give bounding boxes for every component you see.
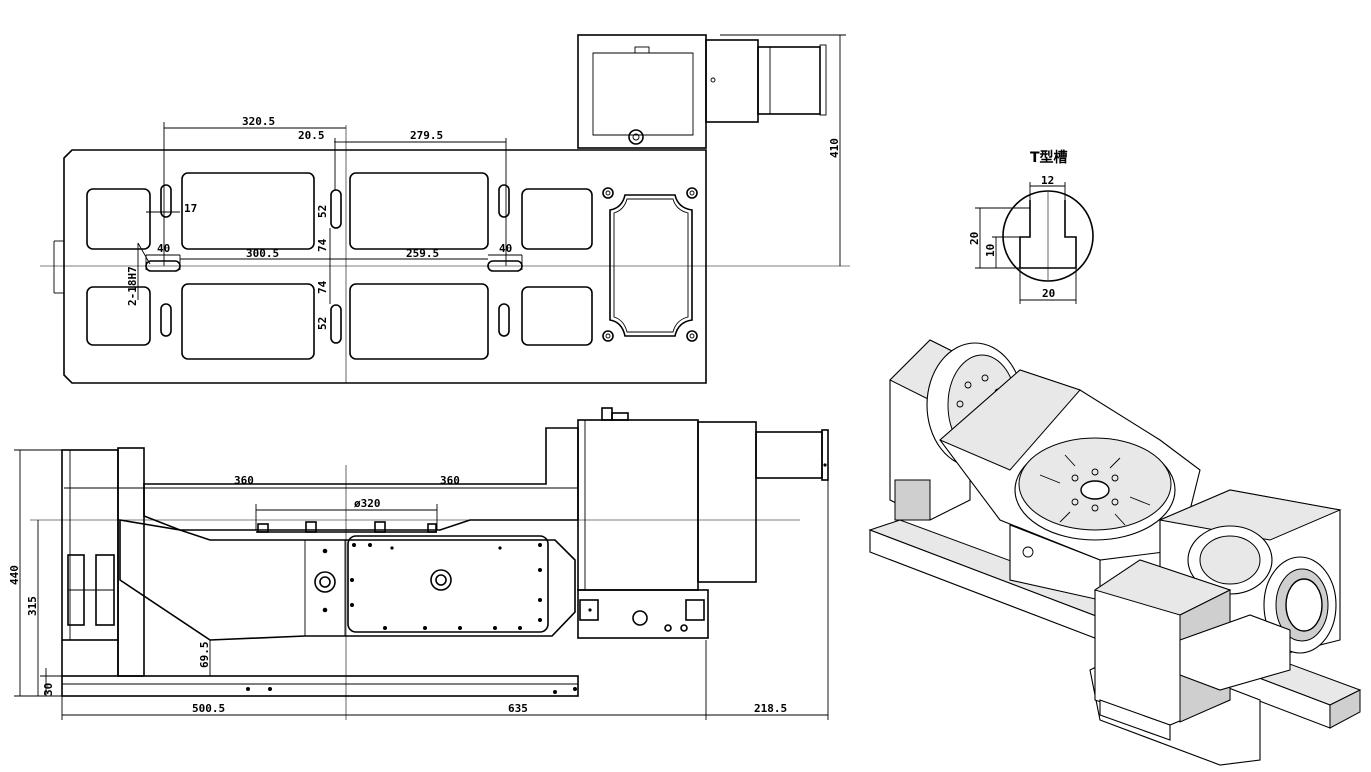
dim-69-5: 69.5	[198, 642, 211, 669]
dim-phi-320: ø320	[354, 497, 381, 510]
dim-2-18h7: 2-18H7	[126, 266, 139, 306]
dim-20-5: 20.5	[298, 129, 325, 142]
dim-74-upper: 74	[316, 238, 329, 252]
dim-52-upper: 52	[316, 205, 329, 218]
dim-300-5: 300.5	[246, 247, 279, 260]
right-housing	[577, 419, 699, 591]
dim-320-5: 320.5	[242, 115, 275, 128]
dim-360-right: 360	[440, 474, 460, 487]
cradle-upper	[143, 427, 579, 531]
t-slot-detail: T型槽 12 20 10 20	[968, 149, 1094, 304]
dim-30: 30	[42, 683, 55, 696]
dim-40-right: 40	[499, 242, 512, 255]
dim-635: 635	[508, 702, 528, 715]
dim-t-10: 10	[984, 244, 997, 257]
motor-body	[705, 39, 759, 123]
dim-410: 410	[828, 138, 841, 158]
isometric-view	[868, 339, 1362, 766]
dim-315: 315	[26, 596, 39, 616]
dim-500-5: 500.5	[192, 702, 225, 715]
motor-housing	[577, 34, 707, 149]
side-base	[61, 675, 579, 697]
dim-440: 440	[8, 565, 21, 585]
dim-74-lower: 74	[316, 280, 329, 294]
dim-t-20-height: 20	[968, 232, 981, 245]
dim-40-left: 40	[157, 242, 170, 255]
t-slot-circle	[1002, 190, 1094, 282]
dim-279-5: 279.5	[410, 129, 443, 142]
dim-t-20-width: 20	[1042, 287, 1055, 300]
side-view: 360 360 ø320 440 315 69.5 30 500.5 635 2…	[8, 407, 829, 720]
dim-t-12: 12	[1041, 174, 1054, 187]
dim-360-left: 360	[234, 474, 254, 487]
dim-259-5: 259.5	[406, 247, 439, 260]
top-view: 320.5 20.5 279.5 410 17 52 40 300.5 74 2…	[40, 34, 850, 384]
cover-plate	[609, 194, 693, 337]
dim-218-5: 218.5	[754, 702, 787, 715]
dim-52-lower: 52	[316, 317, 329, 330]
motor-end	[757, 46, 821, 115]
base-plate-top	[63, 149, 707, 384]
cradle-body	[119, 519, 576, 641]
dim-17: 17	[184, 202, 197, 215]
t-slot-title: T型槽	[1030, 149, 1068, 166]
